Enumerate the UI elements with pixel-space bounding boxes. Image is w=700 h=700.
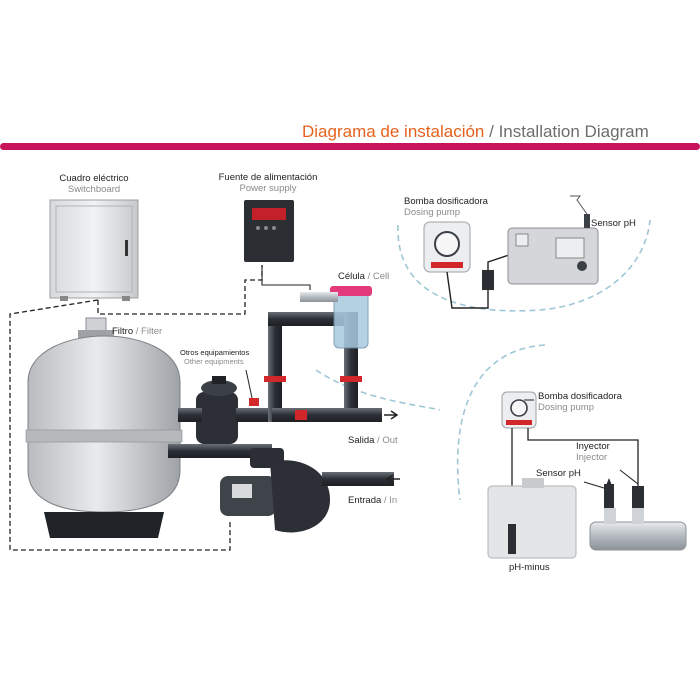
- dashed-boundary-upper: [397, 219, 651, 312]
- dosing-pump-lower-label-es: Bomba dosificadora: [538, 391, 622, 402]
- ph-minus-container: [487, 478, 577, 559]
- red-valve-right: [340, 376, 362, 382]
- leader-sensor-ph-lower: [583, 481, 605, 489]
- red-valve-small: [249, 398, 259, 406]
- multiport-valve: [196, 376, 238, 444]
- filter-label: Filtro / Filter: [112, 326, 163, 337]
- electrolysis-cell: [300, 286, 372, 349]
- dosing-pump-lower: [501, 391, 537, 429]
- title-es: Diagrama de instalación: [302, 122, 485, 141]
- other-equipment-label-en: Other equipments: [184, 357, 244, 366]
- probe-holder-upper: [482, 270, 494, 290]
- pipe-lower-connection: [168, 444, 272, 458]
- cell-label: Célula / Cell: [338, 271, 390, 282]
- circulation-pump: [220, 448, 330, 533]
- dosing-pump-lower-label-en: Dosing pump: [538, 402, 594, 413]
- ph-controller: [507, 214, 599, 285]
- in-label: Entrada / In: [348, 495, 398, 506]
- title-underline: [0, 143, 700, 150]
- switchboard-to-supply-wire: [97, 265, 263, 315]
- title-sep: /: [484, 122, 499, 141]
- switchboard-label-en: Switchboard: [67, 184, 121, 195]
- dosing-pump-upper: [423, 221, 471, 273]
- pipe-out-main: [272, 408, 382, 422]
- dosing-pump-upper-label-en: Dosing pump: [404, 207, 460, 218]
- arrow-out: [384, 410, 399, 420]
- pipe-riser-left: [268, 316, 282, 422]
- ph-sensor-upper-label: Sensor pH: [591, 218, 636, 229]
- ph-sensor-lower-label: Sensor pH: [536, 468, 581, 479]
- leader-injector: [619, 469, 639, 485]
- red-valve-left: [264, 376, 286, 382]
- electric-wiring: [9, 299, 231, 551]
- dosing-tube-upper: [446, 253, 513, 309]
- leader-other-equipment: [245, 369, 253, 399]
- ph-minus-label: pH-minus: [509, 562, 550, 573]
- dashed-boundary-lower: [456, 344, 546, 501]
- power-supply-label-es: Fuente de alimentación: [218, 172, 318, 183]
- power-supply-label-en: Power supply: [239, 183, 297, 194]
- pipe-in-main: [322, 472, 394, 486]
- supply-to-cell-wire: [261, 265, 311, 290]
- switchboard-label-es: Cuadro eléctrico: [59, 173, 129, 184]
- other-equipment-label-es: Otros equipamientos: [180, 348, 250, 357]
- pipe-to-other-equipment: [236, 408, 272, 422]
- arrow-in: [385, 474, 400, 484]
- injector-label-en: Injector: [576, 452, 608, 463]
- dosing-tube-to-injector: [527, 428, 639, 490]
- switchboard-cabinet: [49, 199, 139, 301]
- red-valve-center: [295, 410, 307, 420]
- title-en: Installation Diagram: [498, 122, 649, 141]
- dosing-pump-upper-label-es: Bomba dosificadora: [404, 196, 488, 207]
- power-supply-unit: [244, 200, 294, 262]
- antenna-wire: [570, 195, 588, 215]
- sand-filter-tank: [25, 317, 183, 538]
- dashed-line-to-pipe: [315, 369, 441, 411]
- out-label: Salida / Out: [348, 435, 398, 446]
- injector-pipe-assembly: [589, 478, 687, 551]
- injector-label-es: Inyector: [576, 441, 610, 452]
- pipe-upper-connection: [178, 408, 202, 422]
- diagram-title: Diagrama de instalación / Installation D…: [302, 122, 649, 142]
